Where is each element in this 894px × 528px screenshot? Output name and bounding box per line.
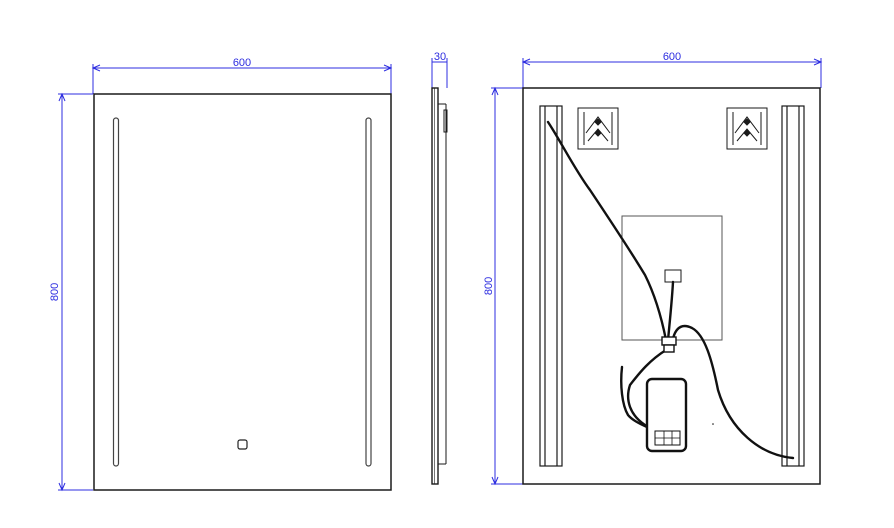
side-depth-label: 30 [434, 51, 446, 63]
heater-connector [664, 269, 682, 283]
front-width-dimension [91, 64, 393, 94]
back-height-dimension [491, 86, 523, 486]
front-height-label: 800 [49, 283, 61, 301]
front-mirror-outline [93, 93, 392, 491]
back-mirror-outline [522, 87, 821, 485]
back-height-label: 800 [483, 277, 495, 295]
reference-dot [712, 423, 714, 425]
front-led-strip-left [112, 117, 120, 467]
hanging-bracket-left-icon [577, 107, 619, 150]
side-view: 30 [431, 51, 448, 485]
back-led-channel-left [539, 105, 563, 467]
touch-switch-icon [237, 439, 248, 450]
front-view: 600 800 [49, 57, 393, 492]
back-width-dimension [521, 58, 823, 88]
back-led-channel-right [781, 105, 805, 467]
terminal-connector [661, 336, 677, 353]
side-depth-dimension [431, 58, 448, 88]
front-led-strip-right [365, 117, 372, 467]
front-height-dimension [58, 92, 93, 492]
hanging-bracket-right-icon [726, 107, 768, 150]
back-view: 600 800 [483, 51, 823, 486]
front-width-label: 600 [233, 57, 251, 69]
wiring-cables [546, 120, 795, 460]
side-profile [431, 87, 448, 485]
back-width-label: 600 [663, 51, 681, 63]
driver-box [645, 377, 688, 453]
